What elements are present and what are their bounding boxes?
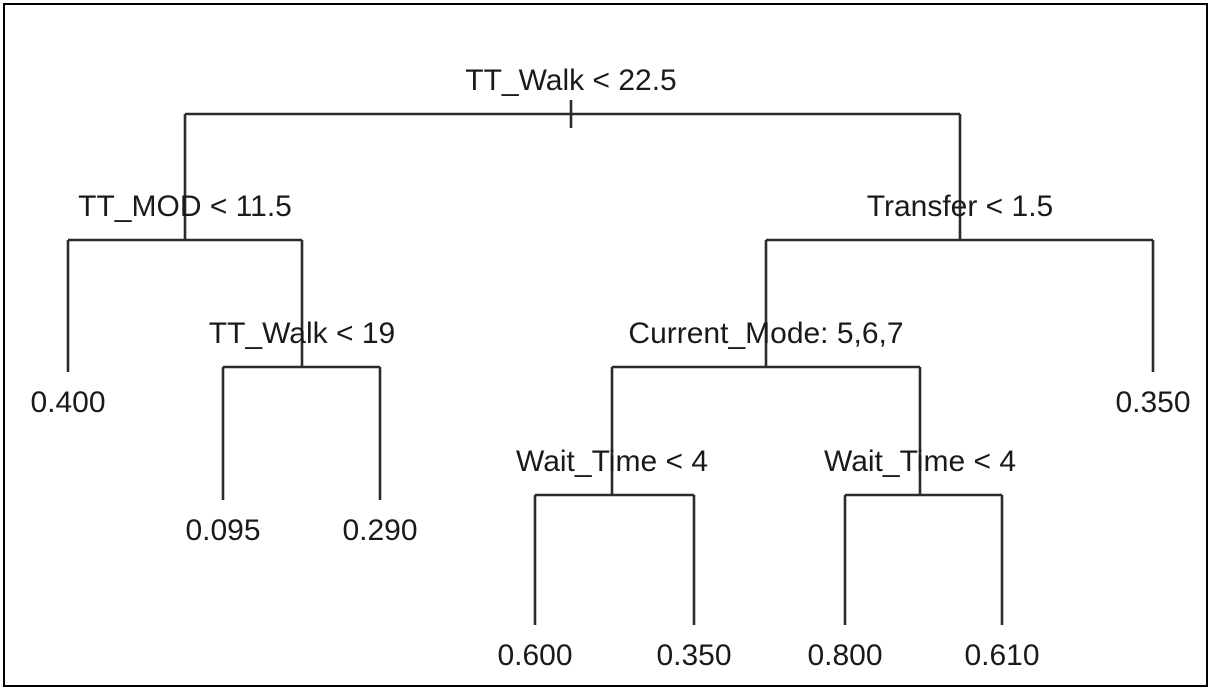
node-label-wait-time-left: Wait_Time < 4	[516, 445, 708, 478]
leaf-value-0610: 0.610	[964, 639, 1039, 672]
node-label-wait-time-right: Wait_Time < 4	[824, 445, 1016, 478]
node-tt-walk-19: TT_Walk < 19	[209, 317, 395, 369]
leaf-value-0290: 0.290	[342, 514, 417, 547]
node-label-current-mode: Current_Mode: 5,6,7	[628, 317, 903, 350]
node-label-root: TT_Walk < 22.5	[465, 64, 676, 97]
leaf-value-0600: 0.600	[497, 639, 572, 672]
node-wait-time-right: Wait_Time < 4	[824, 445, 1016, 497]
node-label-tt-mod: TT_MOD < 11.5	[78, 190, 292, 223]
node-transfer: Transfer < 1.5	[766, 190, 1153, 242]
node-tt-mod: TT_MOD < 11.5	[68, 190, 302, 242]
leaf-value-0800: 0.800	[807, 639, 882, 672]
node-current-mode: Current_Mode: 5,6,7	[612, 317, 920, 369]
leaf-value-0350-b: 0.350	[1115, 386, 1190, 419]
leaf-value-0400: 0.400	[30, 386, 105, 419]
leaf-value-0350-a: 0.350	[656, 639, 731, 672]
node-label-transfer: Transfer < 1.5	[867, 190, 1053, 223]
node-wait-time-left: Wait_Time < 4	[516, 445, 708, 497]
node-root: TT_Walk < 22.5	[185, 64, 960, 128]
leaf-value-0095: 0.095	[185, 514, 260, 547]
node-label-tt-walk-19: TT_Walk < 19	[209, 317, 395, 350]
